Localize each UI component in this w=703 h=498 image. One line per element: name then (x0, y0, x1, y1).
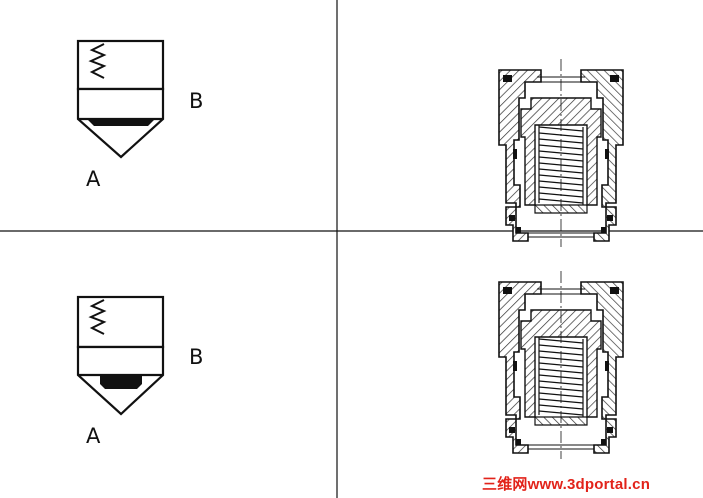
check-valve-symbol-bottom (76, 295, 165, 416)
poppet-seat-bottom (100, 375, 142, 389)
port-b-label-bottom: B (189, 345, 203, 369)
cartridge-section-top (498, 58, 624, 248)
port-b-label-top: B (189, 89, 203, 113)
check-valve-symbol-top (76, 39, 165, 159)
watermark: 三维网www.3dportal.cn (482, 476, 651, 493)
poppet-seat-top (87, 119, 155, 126)
cartridge-section-bottom (498, 270, 624, 460)
port-a-label-top: A (86, 167, 101, 191)
port-a-label-bottom: A (86, 424, 101, 448)
